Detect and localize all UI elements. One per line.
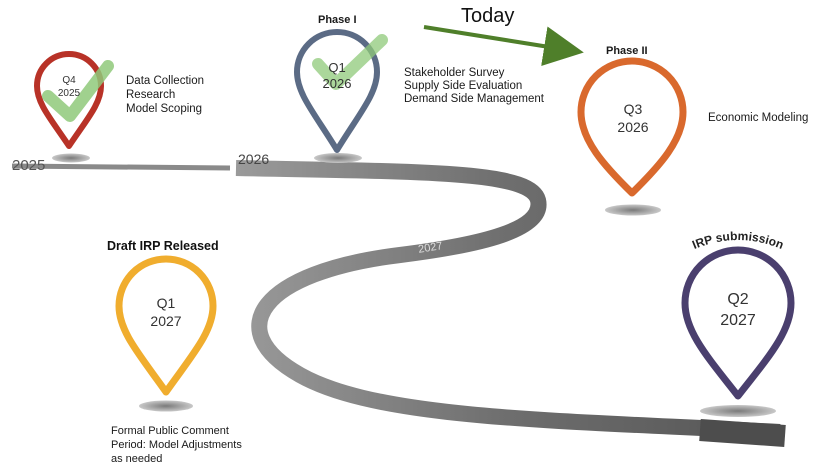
pin-quarter: Q1	[328, 60, 346, 75]
pin-label-q1-2027: Q1 2027	[139, 294, 193, 330]
milestone-pins	[34, 29, 795, 400]
milestone-item: Stakeholder Survey	[404, 67, 505, 79]
pin-year: 2027	[150, 313, 182, 329]
milestone-items-q1-2027: Formal Public Comment Period: Model Adju…	[111, 424, 242, 466]
milestone-item: Model Scoping	[126, 103, 203, 115]
pin-label-q1-2026: Q1 2026	[314, 60, 360, 92]
pin-shadow-q4-2025	[52, 153, 90, 163]
pin-year: 2025	[57, 88, 81, 99]
pin-shadow-q3-2026	[605, 204, 661, 216]
check-icon-q4-2025	[42, 60, 114, 122]
milestone-items-q1-2026: Stakeholder Survey Supply Side Evaluatio…	[404, 67, 544, 106]
pin-quarter: Q3	[623, 101, 643, 117]
milestone-item: Period: Model Adjustments	[111, 439, 242, 451]
phase-ii-label: Phase II	[606, 45, 648, 57]
today-label: Today	[461, 5, 515, 27]
milestone-item: Data Collection	[126, 75, 204, 87]
road-segment-2025	[11, 163, 231, 171]
check-icon-q1-2026	[312, 34, 388, 90]
road-segment-main	[235, 160, 781, 440]
road-year-2027: 2027	[417, 240, 443, 256]
milestone-item: as needed	[111, 453, 163, 465]
pin-year: 2027	[720, 312, 756, 329]
map-pin-q1-2027	[115, 255, 217, 396]
pin-shadow-q2-2027	[700, 405, 776, 417]
pin-year: 2026	[322, 76, 352, 91]
phase-i-label: Phase I	[318, 14, 357, 26]
map-pin-q2-2027	[681, 246, 795, 400]
pin-quarter: Q2	[727, 291, 749, 308]
today-arrow	[423, 25, 584, 66]
milestone-item: Supply Side Evaluation	[404, 80, 523, 92]
milestone-item: Formal Public Comment	[111, 425, 229, 437]
road-year-2026: 2026	[238, 151, 269, 167]
road-year-2025: 2025	[12, 157, 45, 174]
milestone-items-q4-2025: Data Collection Research Model Scoping	[126, 74, 204, 116]
milestone-item: Demand Side Management	[404, 93, 544, 105]
pin-shadow-q1-2026	[314, 153, 362, 163]
map-pin-q3-2026	[577, 57, 687, 197]
milestone-item: Research	[126, 89, 176, 101]
pin-shadow-q1-2027	[139, 400, 193, 412]
milestone-item: Economic Modeling	[708, 112, 809, 124]
timeline-road	[11, 160, 786, 447]
pin-quarter: Q4	[62, 75, 76, 86]
milestone-items-q3-2026: Economic Modeling	[708, 111, 808, 125]
pin-label-q3-2026: Q3 2026	[607, 100, 659, 136]
pin-label-q4-2025: Q4 2025	[50, 74, 88, 100]
draft-irp-title: Draft IRP Released	[107, 239, 219, 253]
map-pin-q4-2025	[34, 51, 104, 149]
road-segment-end	[699, 419, 786, 447]
pin-year: 2026	[617, 119, 649, 135]
pin-quarter: Q1	[156, 295, 176, 311]
pin-label-q2-2027: Q2 2027	[707, 289, 769, 331]
